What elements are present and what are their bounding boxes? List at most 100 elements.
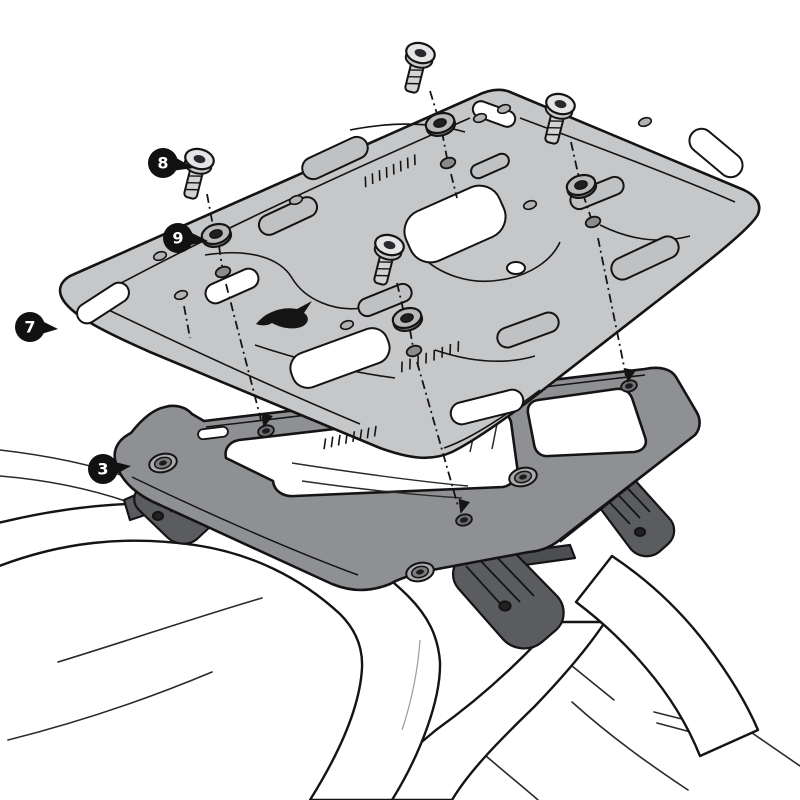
plate-small-hole: [472, 112, 488, 124]
bracket-right-thickness-line: [559, 441, 687, 543]
body-sketch-line: [57, 597, 263, 663]
guide-dashed-line: [183, 305, 191, 339]
plate-slot: [496, 311, 560, 349]
hatch-line: [433, 349, 436, 361]
hatch-line: [392, 163, 395, 175]
hatch-line: [337, 434, 341, 446]
screws-group: [183, 41, 576, 286]
plate-small-hole: [173, 289, 189, 301]
plate-contour-ridges: [91, 117, 736, 449]
thin-rail-line: [0, 475, 135, 505]
grommet-hole: [416, 569, 424, 575]
hatch-line: [406, 157, 409, 169]
callout-8: 8: [148, 148, 194, 178]
hatch-line: [344, 432, 348, 444]
hatch-line: [371, 173, 374, 185]
bracket-grommet: [508, 466, 538, 488]
hatch-line: [399, 160, 402, 172]
washer: [391, 306, 424, 332]
screw-threads: [375, 261, 392, 277]
insertion-guide-lines: [183, 90, 636, 514]
callout-circle: [148, 148, 178, 178]
hatch-line: [385, 166, 388, 178]
washer: [424, 111, 457, 137]
plate-slot: [289, 327, 391, 389]
callout-circle: [15, 312, 45, 342]
callout-label: 7: [24, 318, 35, 337]
plate-holes-group: [152, 103, 653, 358]
screw-threads: [406, 69, 423, 85]
callout-label: 8: [157, 154, 168, 173]
plate-slot: [301, 135, 369, 181]
screw-threads: [546, 120, 563, 136]
plate-slot: [257, 196, 319, 236]
guide-dashed-line: [570, 141, 580, 179]
hatch-line: [413, 154, 416, 166]
bracket-screw-hole-center: [460, 517, 468, 523]
hatch-line: [373, 425, 377, 437]
hatch-line: [364, 176, 367, 188]
hatch-line: [457, 341, 460, 352]
insertion-arrowhead: [261, 412, 273, 428]
hatch-line: [323, 438, 327, 450]
callout-7: 7: [15, 312, 58, 342]
plate-small-hole: [496, 103, 512, 115]
plate-slot: [610, 235, 680, 281]
callout-label: 3: [97, 460, 108, 479]
clamp-right-bolt: [633, 526, 647, 538]
guide-dashed-line: [416, 361, 459, 507]
screw: [183, 147, 215, 200]
clamp-left-bolt: [151, 510, 165, 522]
body-sketch-line: [7, 671, 213, 741]
washer-hole: [209, 229, 223, 239]
hatch-line: [359, 429, 363, 441]
guide-dashed-line: [441, 131, 448, 159]
washers-group: [200, 111, 598, 332]
corner-slot-right: [688, 127, 744, 179]
plate-small-hole: [339, 319, 355, 331]
guide-dashed-line: [450, 173, 458, 199]
plate-small-hole: [152, 250, 168, 262]
callout-circle: [163, 223, 193, 253]
hatch-line: [400, 361, 403, 373]
plate-slot: [204, 267, 260, 305]
washer: [565, 173, 598, 199]
bracket-grommet: [405, 561, 435, 583]
plate-small-hole: [522, 199, 538, 211]
plate-screw-hole: [405, 344, 423, 358]
guide-dashed-line: [218, 245, 223, 267]
hatch-line: [366, 427, 370, 439]
tube-contour-line: [401, 639, 421, 731]
plate-round-hole: [506, 261, 526, 275]
hatch-line: [330, 436, 334, 448]
washer-hole: [433, 118, 447, 128]
center-cutout: [403, 184, 507, 264]
hatch-line: [409, 358, 411, 370]
tube-center-right: [358, 620, 607, 800]
body-sketch-line: [571, 701, 689, 791]
grommet-hole: [519, 474, 527, 480]
cutout-sketch-lines: [291, 462, 469, 499]
callout-circle: [88, 454, 118, 484]
screw-socket: [414, 49, 427, 58]
plate-small-hole: [288, 194, 304, 206]
washer-hole: [400, 313, 414, 323]
plate-through-slots: [76, 100, 744, 426]
grip-hatch-strips: [323, 154, 460, 450]
corner-slot-top: [471, 100, 517, 128]
insertion-arrowhead: [458, 498, 471, 514]
bracket-slot: [197, 425, 229, 441]
callout-9: 9: [163, 223, 208, 253]
guide-dashed-line: [396, 282, 405, 314]
washer: [200, 222, 233, 248]
callout-label: 9: [172, 229, 183, 248]
bracket-grommet: [148, 452, 178, 474]
plate-screw-hole: [439, 156, 457, 170]
screw-socket: [554, 100, 567, 109]
bracket-holes-group: [148, 379, 638, 583]
washer-hole: [574, 180, 588, 190]
hatch-line: [449, 343, 452, 355]
screw-socket: [383, 241, 396, 250]
bracket-front-thickness-line: [131, 476, 359, 576]
guide-dashed-line: [225, 283, 262, 421]
